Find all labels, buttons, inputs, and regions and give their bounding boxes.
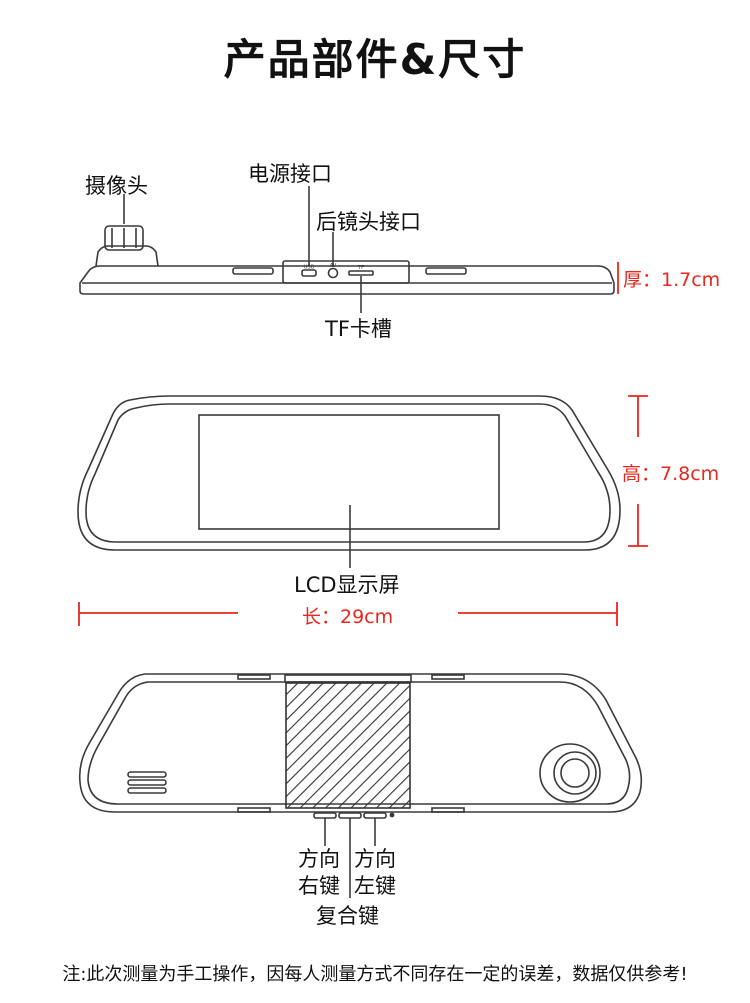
front-inner <box>85 403 611 543</box>
btn-right-label: 方向 右键 <box>298 846 340 900</box>
power-port-label: 电源接口 <box>248 162 332 186</box>
side-view <box>79 186 615 313</box>
button-combo <box>338 812 362 819</box>
back-panel-hatched <box>285 682 411 809</box>
av-tag: AV <box>330 263 337 269</box>
tf-slot-label: TF卡槽 <box>325 317 392 341</box>
tf-tag: TF <box>357 265 364 271</box>
rear-camera-lens <box>553 751 597 795</box>
button-right <box>313 812 337 819</box>
button-left <box>363 812 387 819</box>
usb-tag: USB <box>304 265 315 271</box>
btn-left-line1: 方向 <box>354 847 396 871</box>
port-panel <box>282 260 410 284</box>
rear-camera-port-label: 后镜头接口 <box>316 210 421 234</box>
back-outer <box>78 673 643 813</box>
thickness-label: 厚：1.7cm <box>623 269 721 291</box>
front-outer <box>77 395 621 551</box>
btn-right-line2: 右键 <box>298 873 340 898</box>
camera-lens-side <box>104 225 144 251</box>
back-view <box>78 673 643 898</box>
tf-slot <box>348 270 374 276</box>
front-view <box>77 395 621 568</box>
back-inner <box>87 681 631 805</box>
length-label: 长：29cm <box>302 606 394 628</box>
disclaimer-note: 注:此次测量为手工操作，因每人测量方式不同存在一定的误差，数据仅供参考! <box>62 964 688 985</box>
page-title: 产品部件&尺寸 <box>223 35 527 84</box>
camera-label: 摄像头 <box>85 174 148 198</box>
height-marker <box>628 395 648 547</box>
btn-combo-label: 复合键 <box>316 904 379 928</box>
lcd-screen <box>198 414 500 530</box>
length-marker <box>78 602 618 626</box>
speaker-slot <box>127 771 167 778</box>
height-label: 高：7.8cm <box>622 463 720 485</box>
usb-port <box>301 269 317 277</box>
btn-left-line2: 左键 <box>354 873 396 898</box>
av-port <box>327 267 339 279</box>
camera-bump <box>95 245 159 267</box>
btn-left-label: 方向 左键 <box>354 846 396 900</box>
rear-camera-housing <box>539 743 601 803</box>
btn-right-line1: 方向 <box>298 847 340 871</box>
side-body <box>79 265 615 295</box>
lcd-label: LCD显示屏 <box>294 573 400 597</box>
